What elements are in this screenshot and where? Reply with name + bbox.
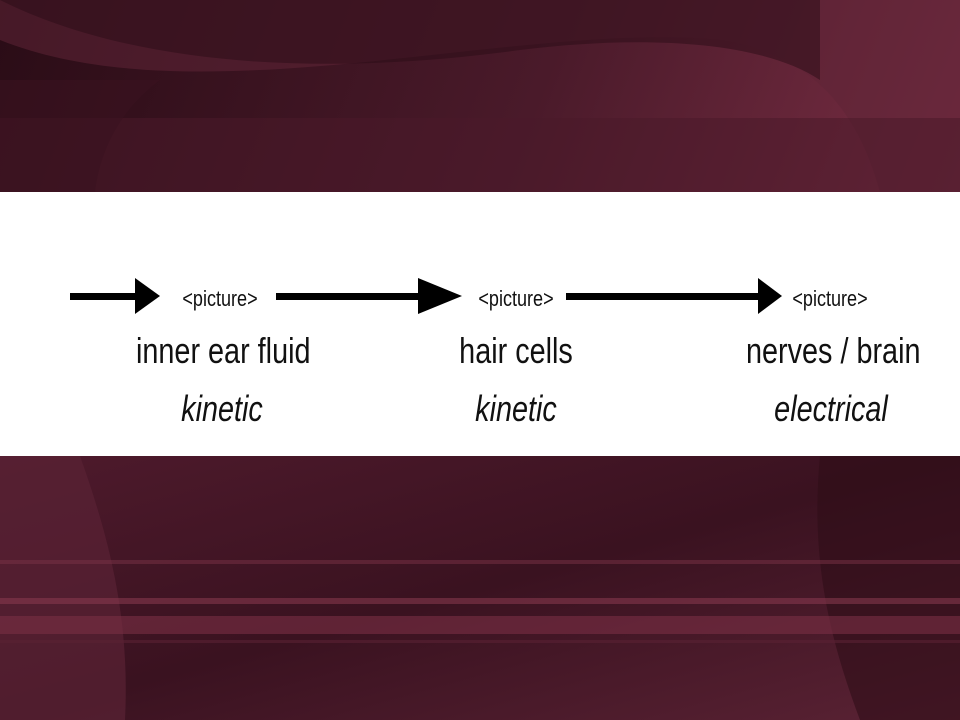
energy-type: electrical — [774, 388, 888, 429]
diagram-panel: <picture> inner ear fluid kinetic <pictu… — [0, 192, 960, 456]
energy-type: kinetic — [475, 388, 557, 429]
picture-placeholder: <picture> — [478, 286, 554, 311]
energy-type: kinetic — [181, 388, 263, 429]
arrow-2 — [276, 278, 462, 314]
stage-label: inner ear fluid — [136, 330, 311, 371]
picture-placeholder: <picture> — [792, 286, 868, 311]
arrow-3 — [566, 278, 782, 314]
arrow-1 — [70, 278, 160, 314]
picture-placeholder: <picture> — [182, 286, 258, 311]
stage-label: hair cells — [459, 330, 573, 371]
stage-label: nerves / brain — [746, 330, 921, 371]
flow-arrows — [70, 278, 782, 314]
